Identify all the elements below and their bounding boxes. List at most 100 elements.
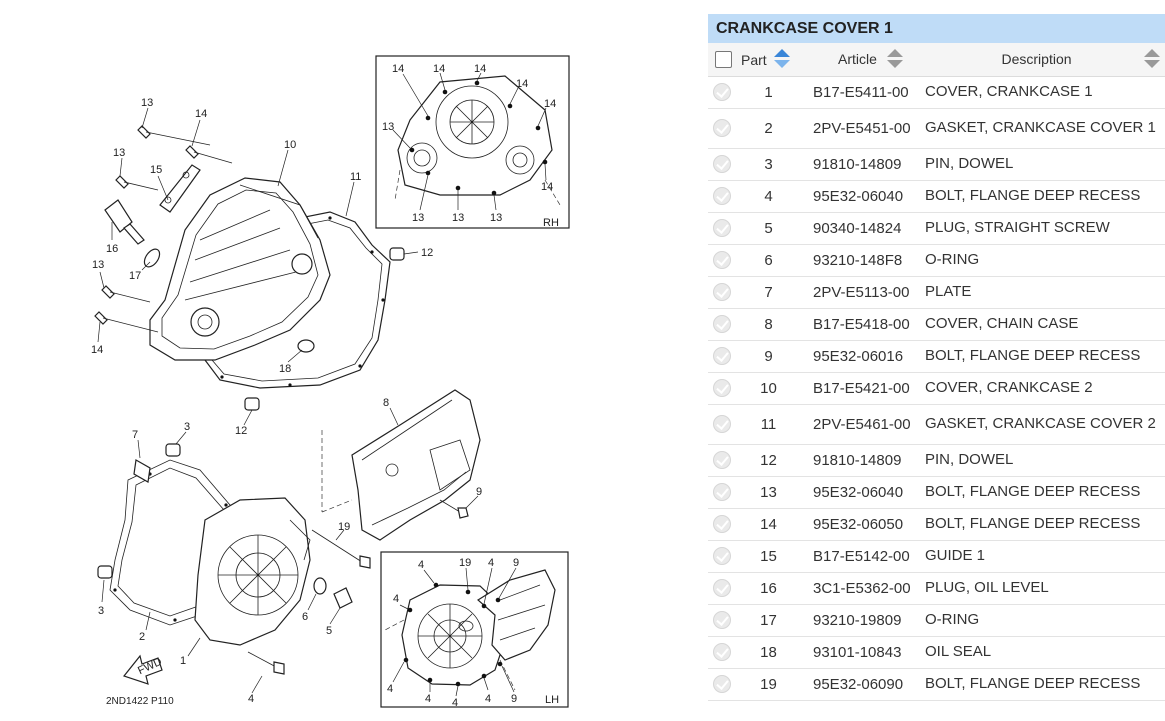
check-circle-icon[interactable] — [713, 283, 731, 302]
panel-title: CRANKCASE COVER 1 — [708, 14, 1165, 43]
check-circle-icon[interactable] — [713, 643, 731, 662]
check-circle-icon[interactable] — [713, 451, 731, 470]
article-number: 91810-14809 — [805, 444, 922, 477]
svg-text:14: 14 — [433, 63, 445, 75]
check-circle-icon[interactable] — [713, 379, 731, 398]
check-circle-icon[interactable] — [713, 187, 731, 206]
check-circle-icon[interactable] — [713, 219, 731, 238]
part-description: BOLT, FLANGE DEEP RECESS — [922, 180, 1165, 213]
article-number: 95E32-06090 — [805, 668, 922, 701]
part-description: PIN, DOWEL — [922, 444, 1165, 477]
plate-7 — [133, 459, 151, 483]
svg-text:17: 17 — [129, 270, 141, 282]
article-number: 2PV-E5113-00 — [805, 276, 922, 309]
chain-case-cover-8 — [351, 389, 481, 541]
header-article-label[interactable]: Article — [838, 51, 877, 68]
check-circle-icon[interactable] — [713, 83, 731, 102]
svg-text:4: 4 — [418, 559, 424, 571]
header-article-cell[interactable]: Article — [805, 43, 922, 77]
svg-text:13: 13 — [141, 97, 153, 109]
part-number: 19 — [738, 668, 805, 701]
header-part-cell[interactable]: Part — [708, 43, 805, 77]
sort-arrows-icon[interactable] — [886, 49, 903, 69]
check-circle-icon[interactable] — [713, 611, 731, 630]
svg-text:15: 15 — [150, 164, 162, 176]
svg-text:4: 4 — [488, 557, 494, 569]
inset-rh-bolt-dots — [409, 80, 548, 196]
article-number: 2PV-E5461-00 — [805, 404, 922, 445]
check-circle-icon[interactable] — [713, 415, 731, 434]
bolts-13-14-upper — [94, 125, 233, 333]
check-circle-icon[interactable] — [713, 547, 731, 566]
svg-text:19: 19 — [338, 521, 350, 533]
sort-arrows-icon[interactable] — [1143, 49, 1160, 69]
svg-text:7: 7 — [132, 429, 138, 441]
part-description: COVER, CRANKCASE 2 — [922, 372, 1165, 405]
check-circle-icon[interactable] — [713, 579, 731, 598]
check-circle-icon[interactable] — [713, 119, 731, 138]
part-description: OIL SEAL — [922, 636, 1165, 669]
guide-1 — [159, 164, 201, 213]
check-circle-icon[interactable] — [713, 483, 731, 502]
header-part-label[interactable]: Part — [741, 52, 767, 68]
svg-text:14: 14 — [544, 98, 556, 110]
part-description: COVER, CHAIN CASE — [922, 308, 1165, 341]
part-number: 13 — [738, 476, 805, 509]
svg-text:14: 14 — [541, 181, 553, 193]
svg-text:12: 12 — [421, 247, 433, 259]
svg-text:16: 16 — [106, 243, 118, 255]
header-description-label[interactable]: Description — [1001, 51, 1072, 68]
fwd-arrow-icon: FWD — [122, 654, 164, 685]
parts-list-panel: CRANKCASE COVER 1 Part Article Descripti… — [708, 14, 1165, 701]
svg-text:13: 13 — [92, 259, 104, 271]
check-circle-icon[interactable] — [713, 315, 731, 334]
svg-text:4: 4 — [452, 697, 458, 709]
inset-lh-leaders — [392, 567, 517, 697]
check-circle-icon[interactable] — [713, 515, 731, 534]
dowel-pins-12 — [244, 247, 405, 411]
article-number: 2PV-E5451-00 — [805, 108, 922, 149]
part-description: PLATE — [922, 276, 1165, 309]
check-circle-icon[interactable] — [713, 251, 731, 270]
part-description: O-RING — [922, 604, 1165, 637]
chain-case-leaders — [389, 407, 479, 509]
inset-rh-label: RH — [543, 217, 559, 229]
sort-arrows-icon[interactable] — [773, 49, 790, 69]
svg-text:4: 4 — [393, 593, 399, 605]
svg-text:6: 6 — [302, 611, 308, 623]
part-description: BOLT, FLANGE DEEP RECESS — [922, 476, 1165, 509]
check-circle-icon[interactable] — [713, 155, 731, 174]
plug-oil-level-16 — [104, 199, 145, 245]
check-circle-icon[interactable] — [713, 347, 731, 366]
lower-leaders — [101, 431, 345, 694]
check-circle-icon[interactable] — [713, 675, 731, 694]
svg-text:2: 2 — [139, 631, 145, 643]
header-description-cell[interactable]: Description — [922, 43, 1165, 77]
article-number: 3C1-E5362-00 — [805, 572, 922, 605]
select-all-checkbox[interactable] — [715, 51, 732, 68]
part-description: PIN, DOWEL — [922, 148, 1165, 181]
part-description: BOLT, FLANGE DEEP RECESS — [922, 508, 1165, 541]
